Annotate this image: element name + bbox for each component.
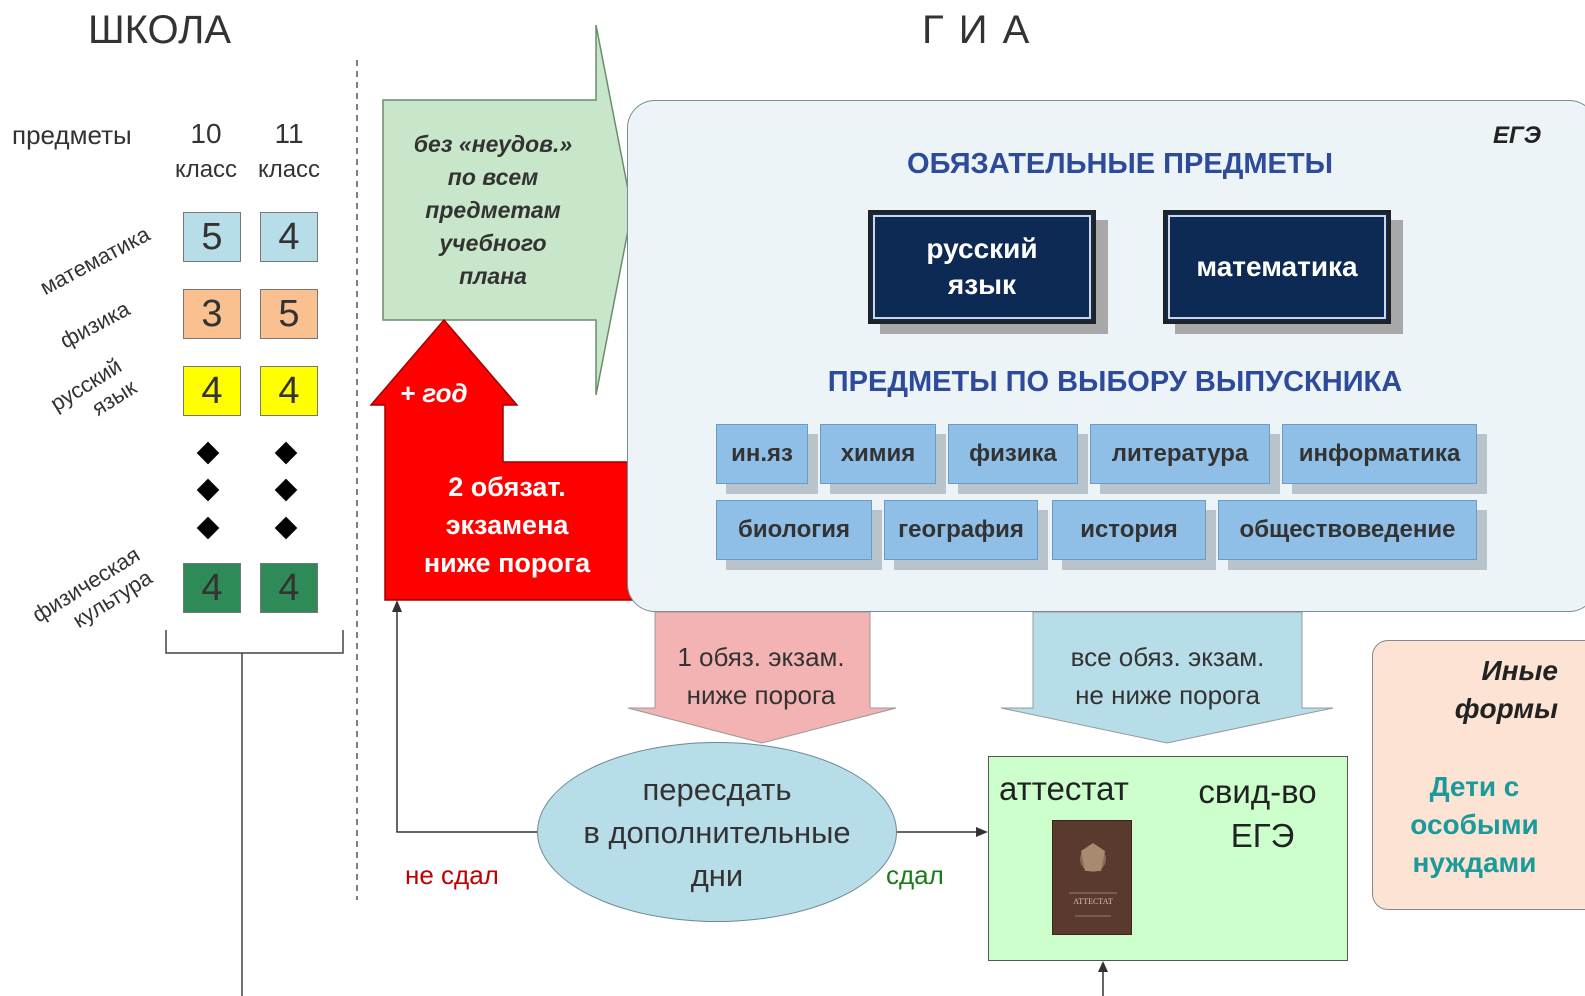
special-needs-line3: нуждами	[1412, 847, 1537, 878]
blue-arrow-shape	[1000, 611, 1334, 744]
pass-arrowhead	[976, 827, 988, 837]
grades-bracket	[165, 630, 344, 654]
grade-russian-10: 4	[183, 366, 241, 416]
retake-ellipse: пересдать в дополнительные дни	[537, 742, 897, 922]
blue-arrow-text: все обяз. экзам. не ниже порога	[1030, 638, 1305, 714]
col10-class: класс	[174, 156, 238, 183]
subjects-label: предметы	[12, 120, 132, 150]
mandatory-russian-line1: русский	[926, 233, 1038, 264]
red-arrow-text: 2 обязат. экзамена ниже порога	[398, 468, 616, 582]
elective-chip: география	[884, 500, 1038, 560]
grade-pe-11: 4	[260, 563, 318, 613]
green-arrow-line: плана	[459, 263, 527, 289]
pass-label: сдал	[886, 860, 944, 890]
red-arrow-line: ниже порога	[423, 548, 591, 578]
elective-chip: информатика	[1282, 424, 1477, 484]
other-forms-line2: формы	[1454, 693, 1558, 724]
elective-chip: физика	[948, 424, 1078, 484]
green-arrow-line: предметам	[425, 197, 561, 223]
mandatory-title: ОБЯЗАТЕЛЬНЫЕ ПРЕДМЕТЫ	[907, 148, 1333, 180]
grade-math-11: 4	[260, 212, 318, 262]
other-forms-box	[1372, 640, 1585, 910]
fail-line	[396, 608, 540, 833]
green-arrow-text: без «неудов.» по всем предметам учебного…	[388, 128, 598, 293]
bottom-arrowhead	[1098, 961, 1108, 972]
elective-chip: литература	[1090, 424, 1270, 484]
elective-chip: обществоведение	[1218, 500, 1477, 560]
retake-line1: пересдать	[642, 771, 792, 807]
elective-chip: ин.яз	[716, 424, 808, 484]
retake-line3: дни	[690, 857, 744, 893]
special-needs-text: Дети с особыми нуждами	[1392, 768, 1557, 882]
elective-chip: биология	[716, 500, 872, 560]
elective-chip: химия	[820, 424, 936, 484]
pink-arrow-line1: 1 обяз. экзам.	[677, 642, 845, 672]
elective-title: ПРЕДМЕТЫ ПО ВЫБОРУ ВЫПУСКНИКА	[827, 366, 1403, 398]
plus-year-label: + год	[400, 378, 468, 408]
col11-number: 11	[274, 118, 304, 149]
grade-physics-10: 3	[183, 289, 241, 339]
emblem-icon	[1069, 843, 1117, 917]
green-arrow-line: учебного	[439, 230, 547, 256]
ege-tag: ЕГЭ	[1493, 122, 1541, 149]
gia-header: Г И А	[922, 8, 1032, 52]
svid-line2: ЕГЭ	[1230, 817, 1295, 854]
elective-chip: история	[1052, 500, 1206, 560]
mandatory-math: математика	[1163, 210, 1391, 324]
attestat-label: аттестат	[999, 770, 1129, 807]
certificate-title: АТТЕСТАТ	[1073, 897, 1113, 906]
col10-number: 10	[190, 118, 222, 149]
green-arrow-shape	[382, 24, 633, 396]
blue-arrow-line1: все обяз. экзам.	[1070, 642, 1265, 672]
retake-line2: в дополнительные	[583, 814, 851, 850]
result-box	[988, 756, 1348, 961]
blue-arrow-line2: не ниже порога	[1075, 680, 1260, 710]
grade-russian-11: 4	[260, 366, 318, 416]
red-arrow-line: 2 обязат.	[448, 472, 566, 502]
red-arrow-line: экзамена	[445, 510, 569, 540]
grade-physics-11: 5	[260, 289, 318, 339]
svid-line1: свид-во	[1198, 773, 1317, 810]
green-arrow-line: без «неудов.»	[413, 131, 573, 157]
svid-label: свид-во ЕГЭ	[1180, 770, 1335, 858]
special-needs-line1: Дети с	[1429, 771, 1520, 802]
grade-math-10: 5	[183, 212, 241, 262]
other-forms-line1: Иные	[1481, 655, 1558, 686]
mandatory-russian-line2: язык	[947, 269, 1017, 300]
other-forms-title: Иные формы	[1430, 652, 1558, 728]
mandatory-russian: русский язык	[868, 210, 1096, 324]
certificate-image: АТТЕСТАТ	[1052, 820, 1132, 935]
pink-arrow-line2: ниже порога	[686, 680, 836, 710]
school-header: ШКОЛА	[88, 8, 232, 52]
col11-class: класс	[257, 156, 321, 183]
fail-arrowhead	[392, 600, 402, 612]
special-needs-line2: особыми	[1410, 809, 1539, 840]
fail-label: не сдал	[405, 860, 499, 890]
grade-pe-10: 4	[183, 563, 241, 613]
green-arrow-line: по всем	[447, 164, 539, 190]
pink-arrow-shape	[627, 611, 897, 744]
pink-arrow-text: 1 обяз. экзам. ниже порога	[650, 638, 872, 714]
